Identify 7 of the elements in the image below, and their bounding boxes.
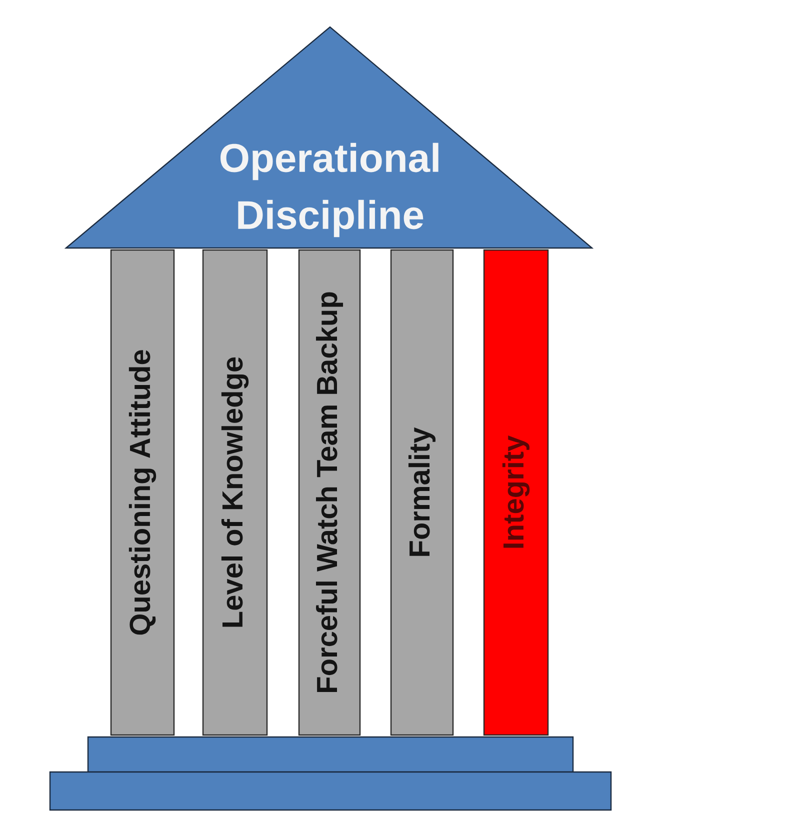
base-step xyxy=(87,736,574,773)
pillar: Formality xyxy=(390,249,454,736)
pillar: Integrity xyxy=(483,249,549,736)
pillar: Forceful Watch Team Backup xyxy=(298,249,361,736)
base-step xyxy=(49,771,612,811)
pillar: Level of Knowledge xyxy=(202,249,268,736)
pillar: Questioning Attitude xyxy=(110,249,175,736)
